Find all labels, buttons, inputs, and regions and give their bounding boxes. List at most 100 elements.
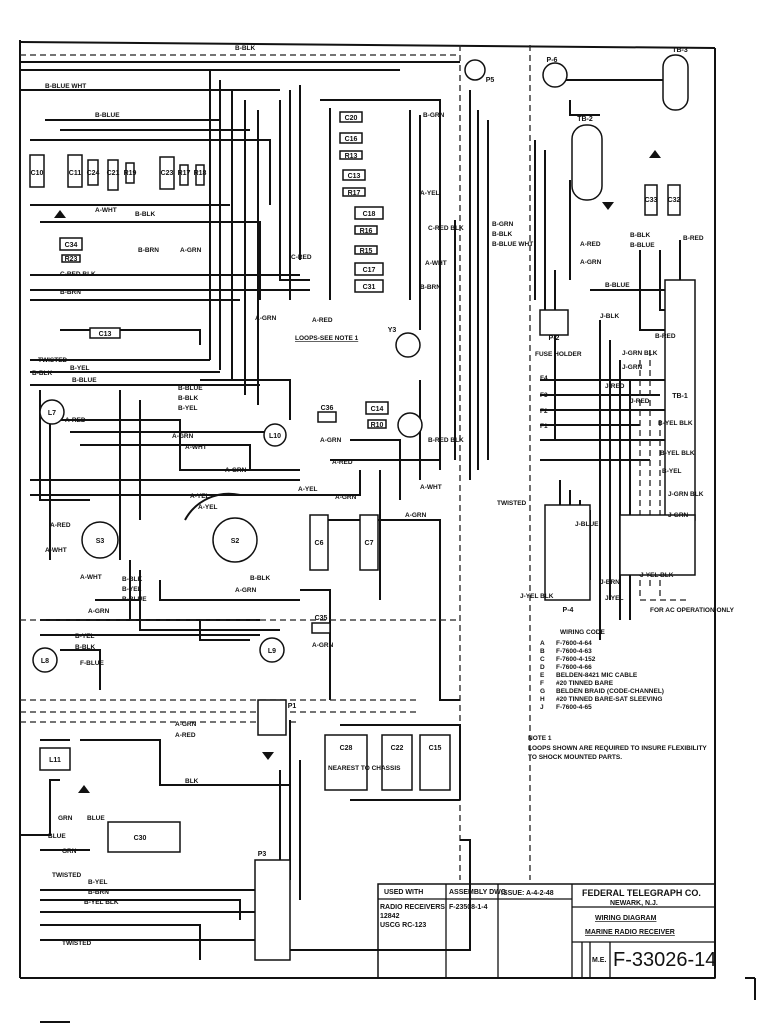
title-block: USED WITH ASSEMBLY DWG ISSUE: A-4-2-48 R… xyxy=(377,883,716,979)
code-letter: J xyxy=(540,704,544,711)
component-label: R18 xyxy=(194,170,207,177)
wire-label: J-GRN BLK xyxy=(622,350,658,357)
company-city: NEWARK, N.J. xyxy=(610,900,658,907)
wiring-code-title: WIRING CODE xyxy=(560,629,605,636)
component-label: R10 xyxy=(371,422,384,429)
component-label: S2 xyxy=(231,538,240,545)
wire-label: B-YEL xyxy=(70,365,90,372)
engineer-initials: M.E. xyxy=(592,957,606,964)
wire-label: A-RED xyxy=(50,522,71,529)
component-label: C35 xyxy=(315,615,328,622)
wire-label: J-GRN BLK xyxy=(668,491,704,498)
code-letter: E xyxy=(540,672,545,679)
wire-label: A-WHT xyxy=(420,484,442,491)
wire-label: B-BLUE xyxy=(95,112,120,119)
wire-label: A-GRN xyxy=(312,642,334,649)
component-label: R17 xyxy=(178,170,191,177)
wire-label: B-YEL BLK xyxy=(660,450,695,457)
component-label: R16 xyxy=(360,228,373,235)
wire-label: C-RED BLK xyxy=(428,225,464,232)
wire-label: J-GRN xyxy=(668,512,689,519)
wire-label: B-BLK xyxy=(75,644,96,651)
wire-label: FOR AC OPERATION ONLY xyxy=(650,607,735,614)
wire-label: A-GRN xyxy=(180,247,202,254)
components xyxy=(29,54,696,961)
component-label: R13 xyxy=(345,153,358,160)
code-desc: F-7600-4-65 xyxy=(556,704,592,711)
wire-label: A-RED xyxy=(175,732,196,739)
component-label: R17 xyxy=(348,190,361,197)
code-desc: BELDEN-8421 MIC CABLE xyxy=(556,672,638,679)
wire-label: B-BRN xyxy=(88,889,109,896)
wire-label: B-BRN xyxy=(420,284,441,291)
component-label: C11 xyxy=(69,170,82,177)
component-label: C6 xyxy=(315,540,324,547)
wire-label: B-RED BLK xyxy=(428,437,464,444)
wire-label: TWISTED xyxy=(52,872,82,879)
wire-label: GRN xyxy=(58,815,73,822)
wire-label: BLK xyxy=(185,778,199,785)
component-label: R23 xyxy=(65,256,78,263)
used-with-line: 12842 xyxy=(380,913,400,920)
wire-label: A-YEL xyxy=(190,493,210,500)
wire-label: C-RED BLK xyxy=(60,271,96,278)
component-label: L11 xyxy=(49,757,61,764)
component-label: P-6 xyxy=(547,57,558,64)
component-label: C20 xyxy=(345,115,358,122)
wire-label: A-GRN xyxy=(175,721,197,728)
wire-label: B-GRN xyxy=(423,112,445,119)
issue-header: ISSUE: A-4-2-48 xyxy=(501,890,554,897)
code-desc: F-7600-4-63 xyxy=(556,648,592,655)
wire-label: J-YEL BLK xyxy=(520,593,554,600)
component-label: L9 xyxy=(268,648,276,655)
code-desc: #20 TINNED BARE-SAT SLEEVING xyxy=(556,696,662,703)
wire-label: B-RED xyxy=(655,333,676,340)
wire-label: B-YEL BLK xyxy=(658,420,693,427)
component-label: P1 xyxy=(288,703,297,710)
code-desc: F-7600-4-66 xyxy=(556,664,592,671)
code-letter: H xyxy=(540,696,545,703)
wire-label: A-GRN xyxy=(405,512,427,519)
wire-label: TWISTED xyxy=(497,500,527,507)
component-label: C31 xyxy=(363,284,376,291)
wire-label: A-RED xyxy=(332,459,353,466)
wire-label: J-RED xyxy=(630,398,650,405)
code-desc: F-7600-4-64 xyxy=(556,640,592,647)
code-letter: B xyxy=(540,648,545,655)
wire-labels: B-BLK B-BLUE WHT B-BLUE A-WHT B-BLK B-BR… xyxy=(32,45,735,947)
wire-label: BLUE xyxy=(48,833,66,840)
wire-label: B-BRN xyxy=(60,289,81,296)
wire-label: J-GRN xyxy=(622,364,643,371)
wire-label: J-RED xyxy=(605,383,625,390)
component-label: C15 xyxy=(429,745,442,752)
component-label: C18 xyxy=(363,211,376,218)
component-label: TB-1 xyxy=(672,393,688,400)
wire-label: A-RED xyxy=(65,417,86,424)
component-label: F2 xyxy=(540,408,548,415)
wire-label: B-GRN xyxy=(492,221,514,228)
drawing-title: WIRING DIAGRAM xyxy=(595,915,657,922)
wire-label: A-RED xyxy=(580,241,601,248)
wire-label: A-GRN xyxy=(225,467,247,474)
wire-label: B-BLK xyxy=(250,575,271,582)
wire-label: B-YEL xyxy=(88,879,108,886)
component-label: C13 xyxy=(99,331,112,338)
component-label: P-4 xyxy=(563,607,574,614)
component-label: C13 xyxy=(348,173,361,180)
wire-label: J-BRN xyxy=(600,579,620,586)
component-label: C24 xyxy=(87,170,100,177)
used-with-line: USCG RC-123 xyxy=(380,922,426,929)
code-desc: BELDEN BRAID (CODE-CHANNEL) xyxy=(556,688,664,695)
note-title: NOTE 1 xyxy=(528,735,552,742)
wire-label: B-BLK xyxy=(122,576,143,583)
drawing-subtitle: MARINE RADIO RECEIVER xyxy=(585,929,675,936)
wire-label: B-BLUE xyxy=(72,377,97,384)
wire-label: B-BLK xyxy=(630,232,651,239)
component-label: C23 xyxy=(161,170,174,177)
wire-label: A-YEL xyxy=(198,504,218,511)
code-letter: G xyxy=(540,688,545,695)
wire-label: J-BLK xyxy=(600,313,619,320)
component-label: C22 xyxy=(391,745,404,752)
wire-label: F-BLUE xyxy=(80,660,104,667)
wire-label: B-BLUE WHT xyxy=(45,83,86,90)
